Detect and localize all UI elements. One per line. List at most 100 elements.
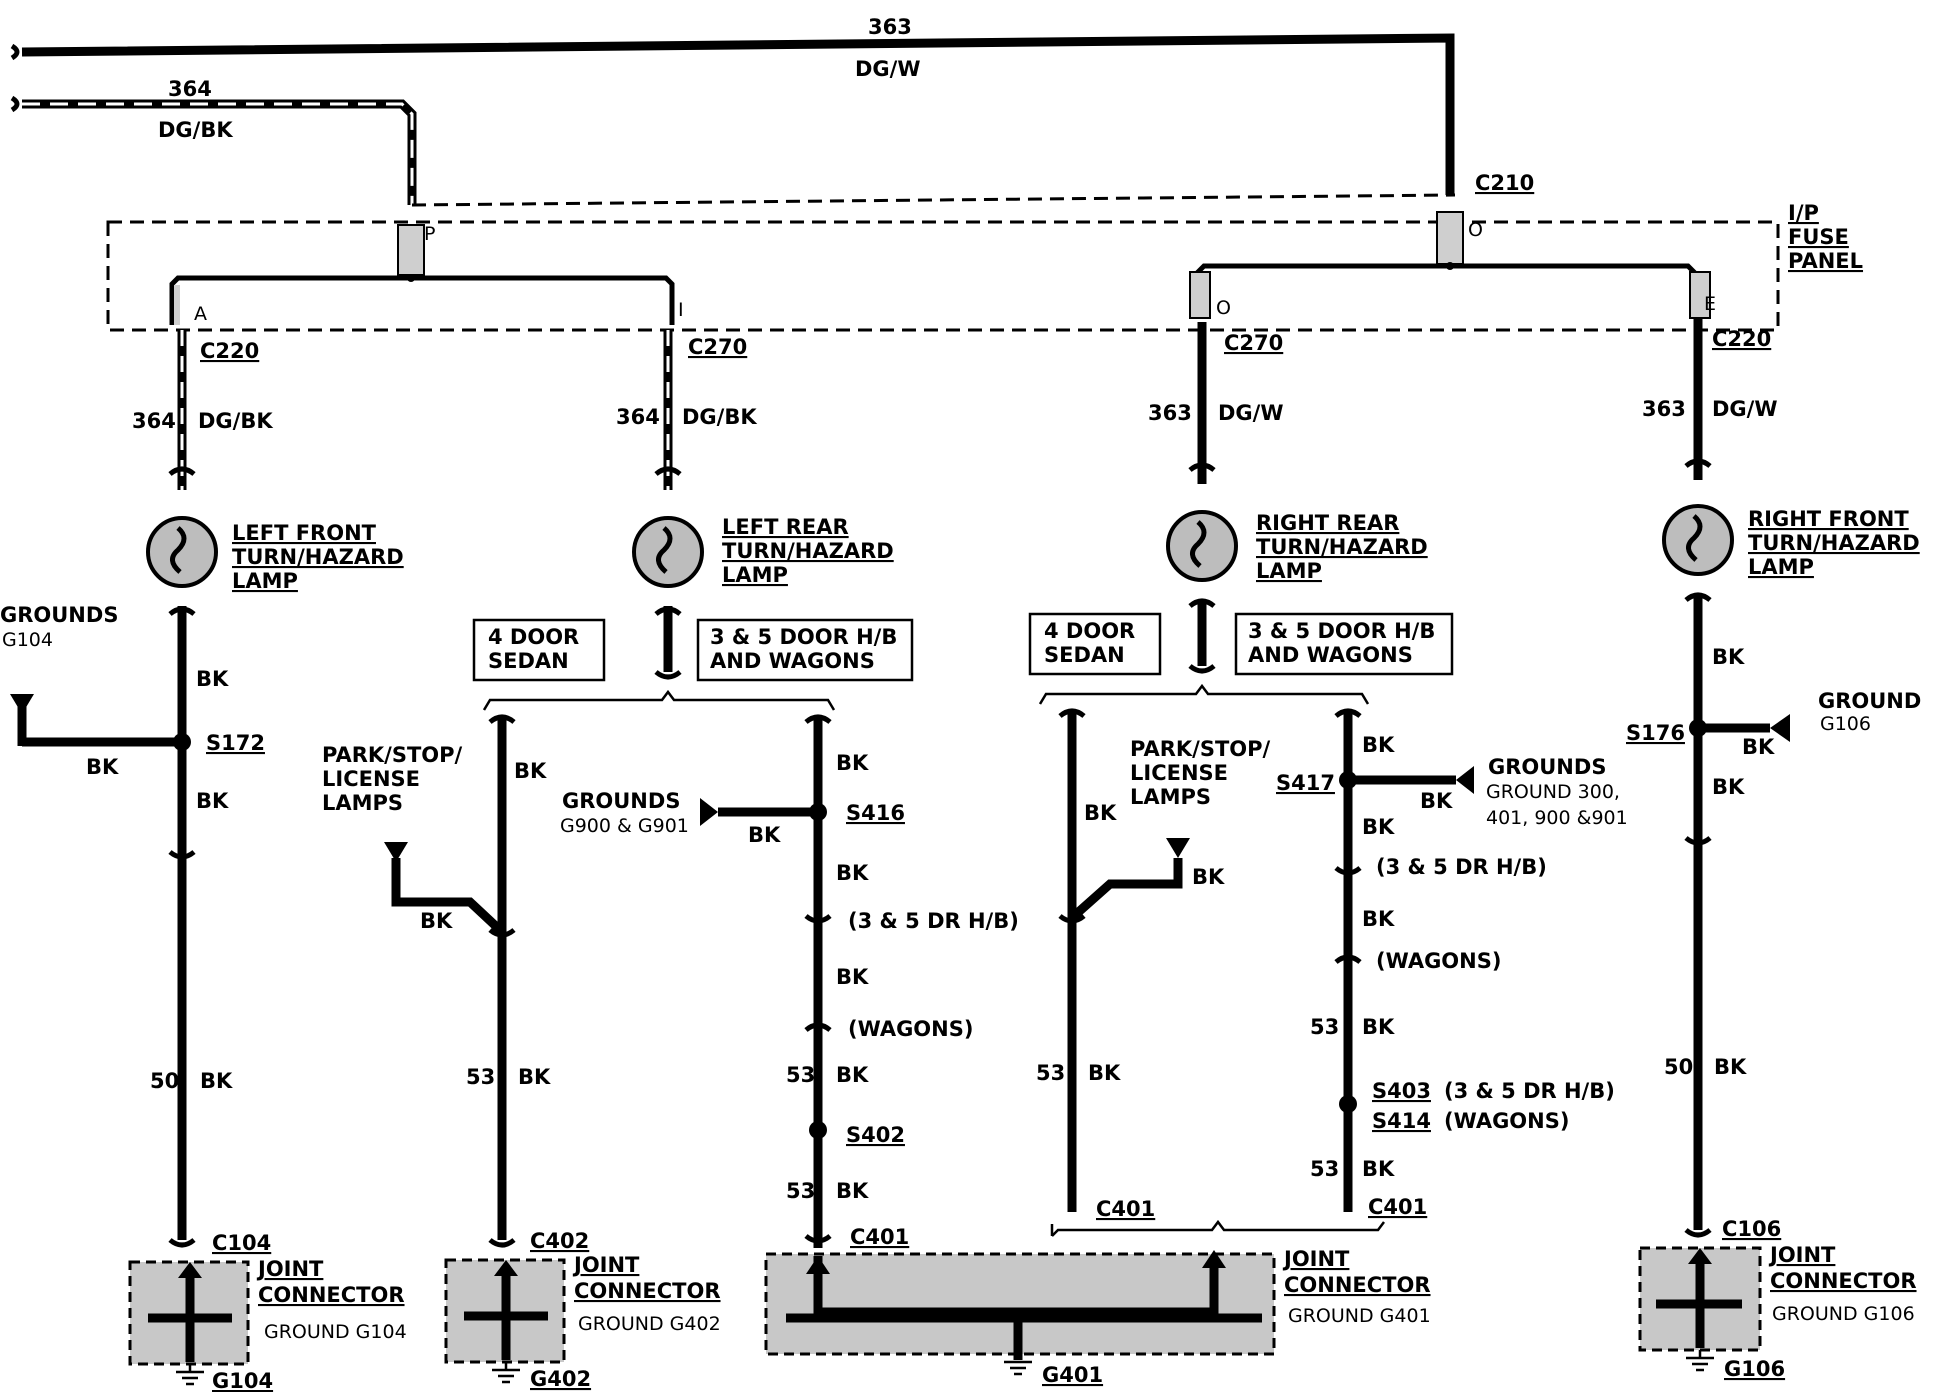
rr-lamp-label-1: RIGHT REAR: [1256, 511, 1399, 535]
lf-bk-4: BK: [200, 1069, 233, 1093]
connector-c270-right: C270: [1224, 331, 1283, 355]
lrh-note-1: (3 & 5 DR H/B): [848, 909, 1019, 933]
rrh-note-1: (3 & 5 DR H/B): [1376, 855, 1547, 879]
connector-c220-left: C220: [200, 339, 259, 363]
rrh-bk-2: BK: [1420, 789, 1453, 813]
box-hb-left-2: AND WAGONS: [710, 649, 875, 673]
rf-jc-label-1: JOINT: [1768, 1243, 1836, 1267]
connector-c401-b: C401: [1096, 1197, 1155, 1221]
joint-connector-g401: [764, 1219, 1385, 1376]
rf-splice-s176: S176: [1626, 721, 1685, 745]
box-hb-right-2: AND WAGONS: [1248, 643, 1413, 667]
lr-wire-number: 364: [616, 405, 660, 429]
rrs-bk-3: BK: [1088, 1061, 1121, 1085]
left-front-circuit: [10, 330, 250, 1386]
lf-lamp-label-3: LAMP: [232, 569, 298, 593]
rr-wire-color: DG/W: [1218, 401, 1284, 425]
fuse-panel: [106, 193, 1780, 332]
rrh-grounds-l3: 401, 900 &901: [1486, 807, 1628, 829]
center-gnd-g401: G401: [1042, 1363, 1103, 1387]
rrh-bk-5: BK: [1362, 1015, 1395, 1039]
lrh-bk-2: BK: [748, 823, 781, 847]
pin-e: E: [1704, 293, 1716, 315]
rrh-bk-4: BK: [1362, 907, 1395, 931]
rrs-psl-2: LICENSE: [1130, 761, 1228, 785]
rrh-bk-3: BK: [1362, 815, 1395, 839]
lrs-bk-2: BK: [420, 909, 453, 933]
rr-wire-number: 363: [1148, 401, 1192, 425]
box-sedan-right-2: SEDAN: [1044, 643, 1125, 667]
lr-lamp-label-1: LEFT REAR: [722, 515, 849, 539]
right-rear-circuit: [1038, 322, 1474, 1212]
fuse-panel-label-1: I/P: [1788, 201, 1819, 225]
lrs-num-53: 53: [466, 1065, 495, 1089]
lrh-bk-6: BK: [836, 1179, 869, 1203]
joint-connector-g104: [128, 1260, 250, 1386]
connector-c402: C402: [530, 1229, 589, 1253]
wire-363-top: [10, 33, 1455, 195]
lf-wire-color: DG/BK: [198, 409, 273, 433]
center-jc-label-1: JOINT: [1282, 1247, 1350, 1271]
connector-c401-c: C401: [1368, 1195, 1427, 1219]
lf-grounds: GROUNDS: [0, 603, 118, 627]
rrh-note-3: (3 & 5 DR H/B): [1444, 1079, 1615, 1103]
rf-wire-number: 363: [1642, 397, 1686, 421]
rf-bk-3: BK: [1712, 775, 1745, 799]
rf-lamp-label-1: RIGHT FRONT: [1748, 507, 1909, 531]
lf-jc-label-1: JOINT: [256, 1257, 324, 1281]
lr-lamp-label-3: LAMP: [722, 563, 788, 587]
lr-wire-color: DG/BK: [682, 405, 757, 429]
lf-jc-label-2: CONNECTOR: [258, 1283, 405, 1307]
rr-lamp-label-2: TURN/HAZARD: [1256, 535, 1428, 559]
pin-a: A: [194, 303, 207, 325]
lrh-bk-4: BK: [836, 965, 869, 989]
lrh-splice-s402: S402: [846, 1123, 905, 1147]
lr-lamp-label-2: TURN/HAZARD: [722, 539, 894, 563]
lrs-bk-1: BK: [514, 759, 547, 783]
box-4-door-sedan-left: [472, 618, 606, 682]
box-hb-left-1: 3 & 5 DOOR H/B: [710, 625, 897, 649]
lrs-bk-3: BK: [518, 1065, 551, 1089]
lf-jc-ground: GROUND G104: [264, 1321, 407, 1343]
connector-c106: C106: [1722, 1217, 1781, 1241]
lrs-psl-3: LAMPS: [322, 791, 403, 815]
rf-bk-1: BK: [1712, 645, 1745, 669]
right-front-lamp-icon: [1662, 504, 1734, 576]
box-4-door-sedan-right: [1028, 612, 1162, 676]
rrs-num-53: 53: [1036, 1061, 1065, 1085]
rf-num-50: 50: [1664, 1055, 1693, 1079]
wire-364-color: DG/BK: [158, 118, 233, 142]
lf-grounds-id: G104: [2, 629, 53, 651]
rrs-psl-3: LAMPS: [1130, 785, 1211, 809]
box-hb-right-1: 3 & 5 DOOR H/B: [1248, 619, 1435, 643]
lrh-grounds: GROUNDS: [562, 789, 680, 813]
joint-connector-g106: [1638, 1246, 1762, 1372]
wire-364-number: 364: [168, 77, 212, 101]
box-sedan-left-2: SEDAN: [488, 649, 569, 673]
rrh-splice-s417: S417: [1276, 771, 1335, 795]
rf-wire-color: DG/W: [1712, 397, 1778, 421]
rrs-bk-1: BK: [1084, 801, 1117, 825]
connector-c104: C104: [212, 1231, 271, 1255]
rf-lamp-label-2: TURN/HAZARD: [1748, 531, 1920, 555]
right-front-circuit: [1638, 318, 1790, 1372]
rf-gnd-g106: G106: [1724, 1357, 1785, 1381]
right-rear-lamp-icon: [1166, 510, 1238, 582]
lf-num-50: 50: [150, 1069, 179, 1093]
left-rear-lamp-icon: [632, 516, 704, 588]
lf-bk-1: BK: [196, 667, 229, 691]
wire-364-top: [10, 95, 417, 205]
lrh-bk-3: BK: [836, 861, 869, 885]
rf-bk-4: BK: [1714, 1055, 1747, 1079]
lf-gnd-g104: G104: [212, 1369, 273, 1392]
fuse-panel-label-3: PANEL: [1788, 249, 1863, 273]
rrh-grounds: GROUNDS: [1488, 755, 1606, 779]
box-sedan-right-1: 4 DOOR: [1044, 619, 1135, 643]
lrs-psl-1: PARK/STOP/: [322, 743, 463, 767]
rrh-num-53b: 53: [1310, 1157, 1339, 1181]
rrs-bk-2: BK: [1192, 865, 1225, 889]
fuse-panel-label-2: FUSE: [1788, 225, 1849, 249]
rrs-psl-1: PARK/STOP/: [1130, 737, 1271, 761]
lf-lamp-label-2: TURN/HAZARD: [232, 545, 404, 569]
